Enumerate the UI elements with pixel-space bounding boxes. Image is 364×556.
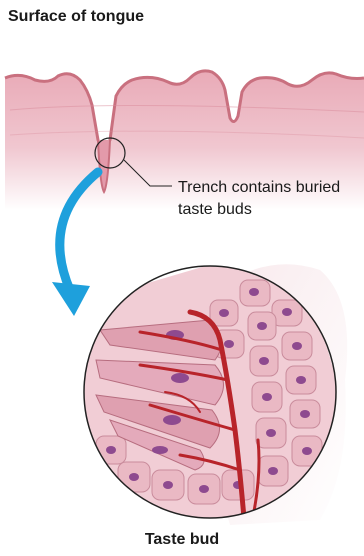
taste-bud-caption: Taste bud xyxy=(0,530,364,550)
surface-of-tongue-label: Surface of tongue xyxy=(8,6,158,27)
trench-callout-label: Trench contains buried taste buds xyxy=(178,177,348,221)
